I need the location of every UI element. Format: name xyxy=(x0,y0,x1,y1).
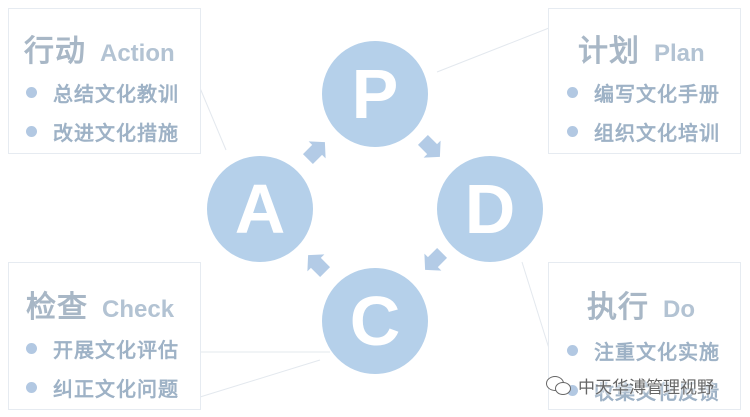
check-circle: C xyxy=(322,268,428,374)
bullet-dot xyxy=(26,343,37,354)
check-title: 检查 Check xyxy=(26,282,174,326)
act-item-2-text: 改进文化措施 xyxy=(53,121,179,145)
act-circle: A xyxy=(207,156,313,262)
check-letter: C xyxy=(349,282,401,360)
bullet-dot xyxy=(567,87,578,98)
callout-line-check-2 xyxy=(199,359,321,398)
act-title-zh: 行动 xyxy=(24,34,86,69)
check-item-2: 纠正文化问题 xyxy=(26,373,179,402)
arrow-a-to-p xyxy=(302,141,326,165)
check-item-2-text: 纠正文化问题 xyxy=(53,377,179,401)
do-item-1-text: 注重文化实施 xyxy=(594,340,720,364)
bullet-dot xyxy=(567,385,578,396)
check-title-en: Check xyxy=(102,296,175,323)
plan-item-1-text: 编写文化手册 xyxy=(594,82,720,106)
bullet-dot xyxy=(567,126,578,137)
callout-line-do xyxy=(521,261,552,356)
check-item-1: 开展文化评估 xyxy=(26,334,179,363)
do-item-2: 收集文化反馈 xyxy=(567,376,720,405)
act-box xyxy=(8,8,201,154)
bullet-dot xyxy=(26,87,37,98)
callout-lines xyxy=(199,27,552,398)
do-item-1: 注重文化实施 xyxy=(567,336,720,365)
plan-letter: P xyxy=(351,55,399,133)
act-item-1: 总结文化教训 xyxy=(26,78,179,107)
cycle-arrows xyxy=(302,134,448,278)
plan-item-1: 编写文化手册 xyxy=(567,78,720,107)
do-letter: D xyxy=(464,170,516,248)
plan-title-en: Plan xyxy=(654,40,705,67)
callout-line-plan xyxy=(436,27,550,73)
do-title: 执行 Do xyxy=(587,282,695,326)
do-circle: D xyxy=(437,156,543,262)
do-title-en: Do xyxy=(663,296,695,323)
arrow-p-to-d xyxy=(417,134,441,158)
plan-title: 计划 Plan xyxy=(578,26,705,70)
watermark-text: 中天华溥管理视野 xyxy=(578,378,714,398)
act-letter: A xyxy=(234,170,286,248)
wechat-icon xyxy=(546,375,572,396)
plan-title-zh: 计划 xyxy=(578,34,640,69)
watermark: 中天华溥管理视野 xyxy=(546,373,714,398)
bullet-dot xyxy=(26,126,37,137)
check-title-zh: 检查 xyxy=(26,290,88,325)
plan-circle: P xyxy=(322,41,428,147)
callout-line-act xyxy=(199,87,227,151)
arrow-d-to-c xyxy=(424,247,448,271)
act-item-2: 改进文化措施 xyxy=(26,117,179,146)
arrow-c-to-a xyxy=(307,254,331,278)
check-box xyxy=(8,262,201,410)
do-box xyxy=(548,262,741,410)
check-item-1-text: 开展文化评估 xyxy=(53,338,179,362)
plan-item-2: 组织文化培训 xyxy=(567,117,720,146)
do-item-2-text: 收集文化反馈 xyxy=(594,380,720,404)
act-title: 行动 Action xyxy=(24,26,175,70)
act-title-en: Action xyxy=(100,40,175,67)
act-item-1-text: 总结文化教训 xyxy=(53,82,179,106)
do-title-zh: 执行 xyxy=(587,290,649,325)
bullet-dot xyxy=(567,345,578,356)
plan-item-2-text: 组织文化培训 xyxy=(594,121,720,145)
plan-box xyxy=(548,8,741,154)
bullet-dot xyxy=(26,382,37,393)
